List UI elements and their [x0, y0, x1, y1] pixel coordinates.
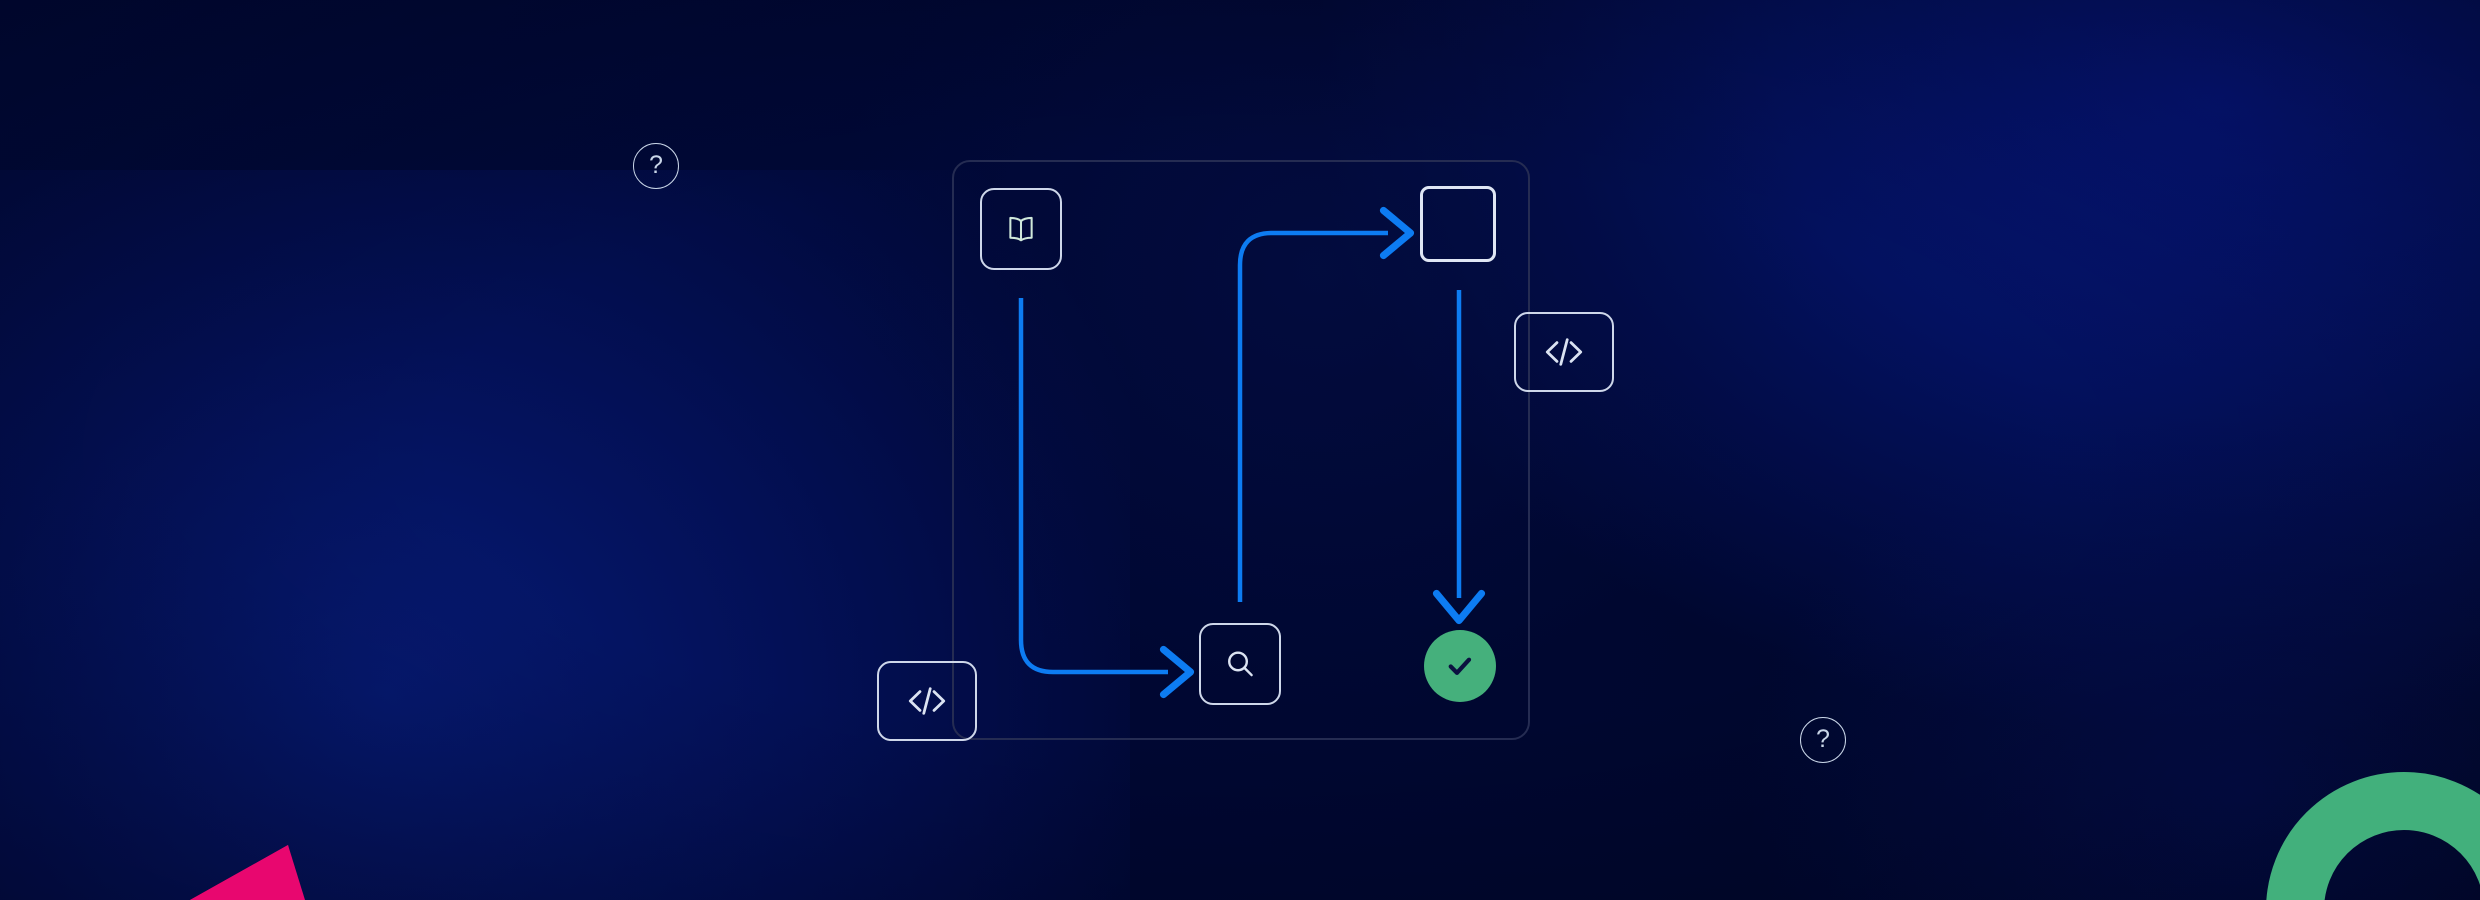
code-brackets-icon	[1545, 338, 1583, 366]
question-mark-glyph: ?	[649, 150, 663, 179]
question-mark-icon: ?	[1800, 717, 1846, 763]
node-book-tile[interactable]	[980, 188, 1062, 270]
node-code-tile-left[interactable]	[877, 661, 977, 741]
book-icon	[1009, 216, 1033, 242]
check-icon	[1448, 657, 1472, 675]
search-icon	[1228, 651, 1253, 677]
question-mark-glyph: ?	[1816, 724, 1830, 753]
workflow-panel	[952, 160, 1530, 740]
node-document-tile[interactable]	[1420, 186, 1496, 262]
node-search-tile[interactable]	[1199, 623, 1281, 705]
code-brackets-icon	[908, 687, 946, 715]
node-success-check[interactable]	[1424, 630, 1496, 702]
node-code-tile-right[interactable]	[1514, 312, 1614, 392]
question-mark-icon: ?	[633, 143, 679, 189]
